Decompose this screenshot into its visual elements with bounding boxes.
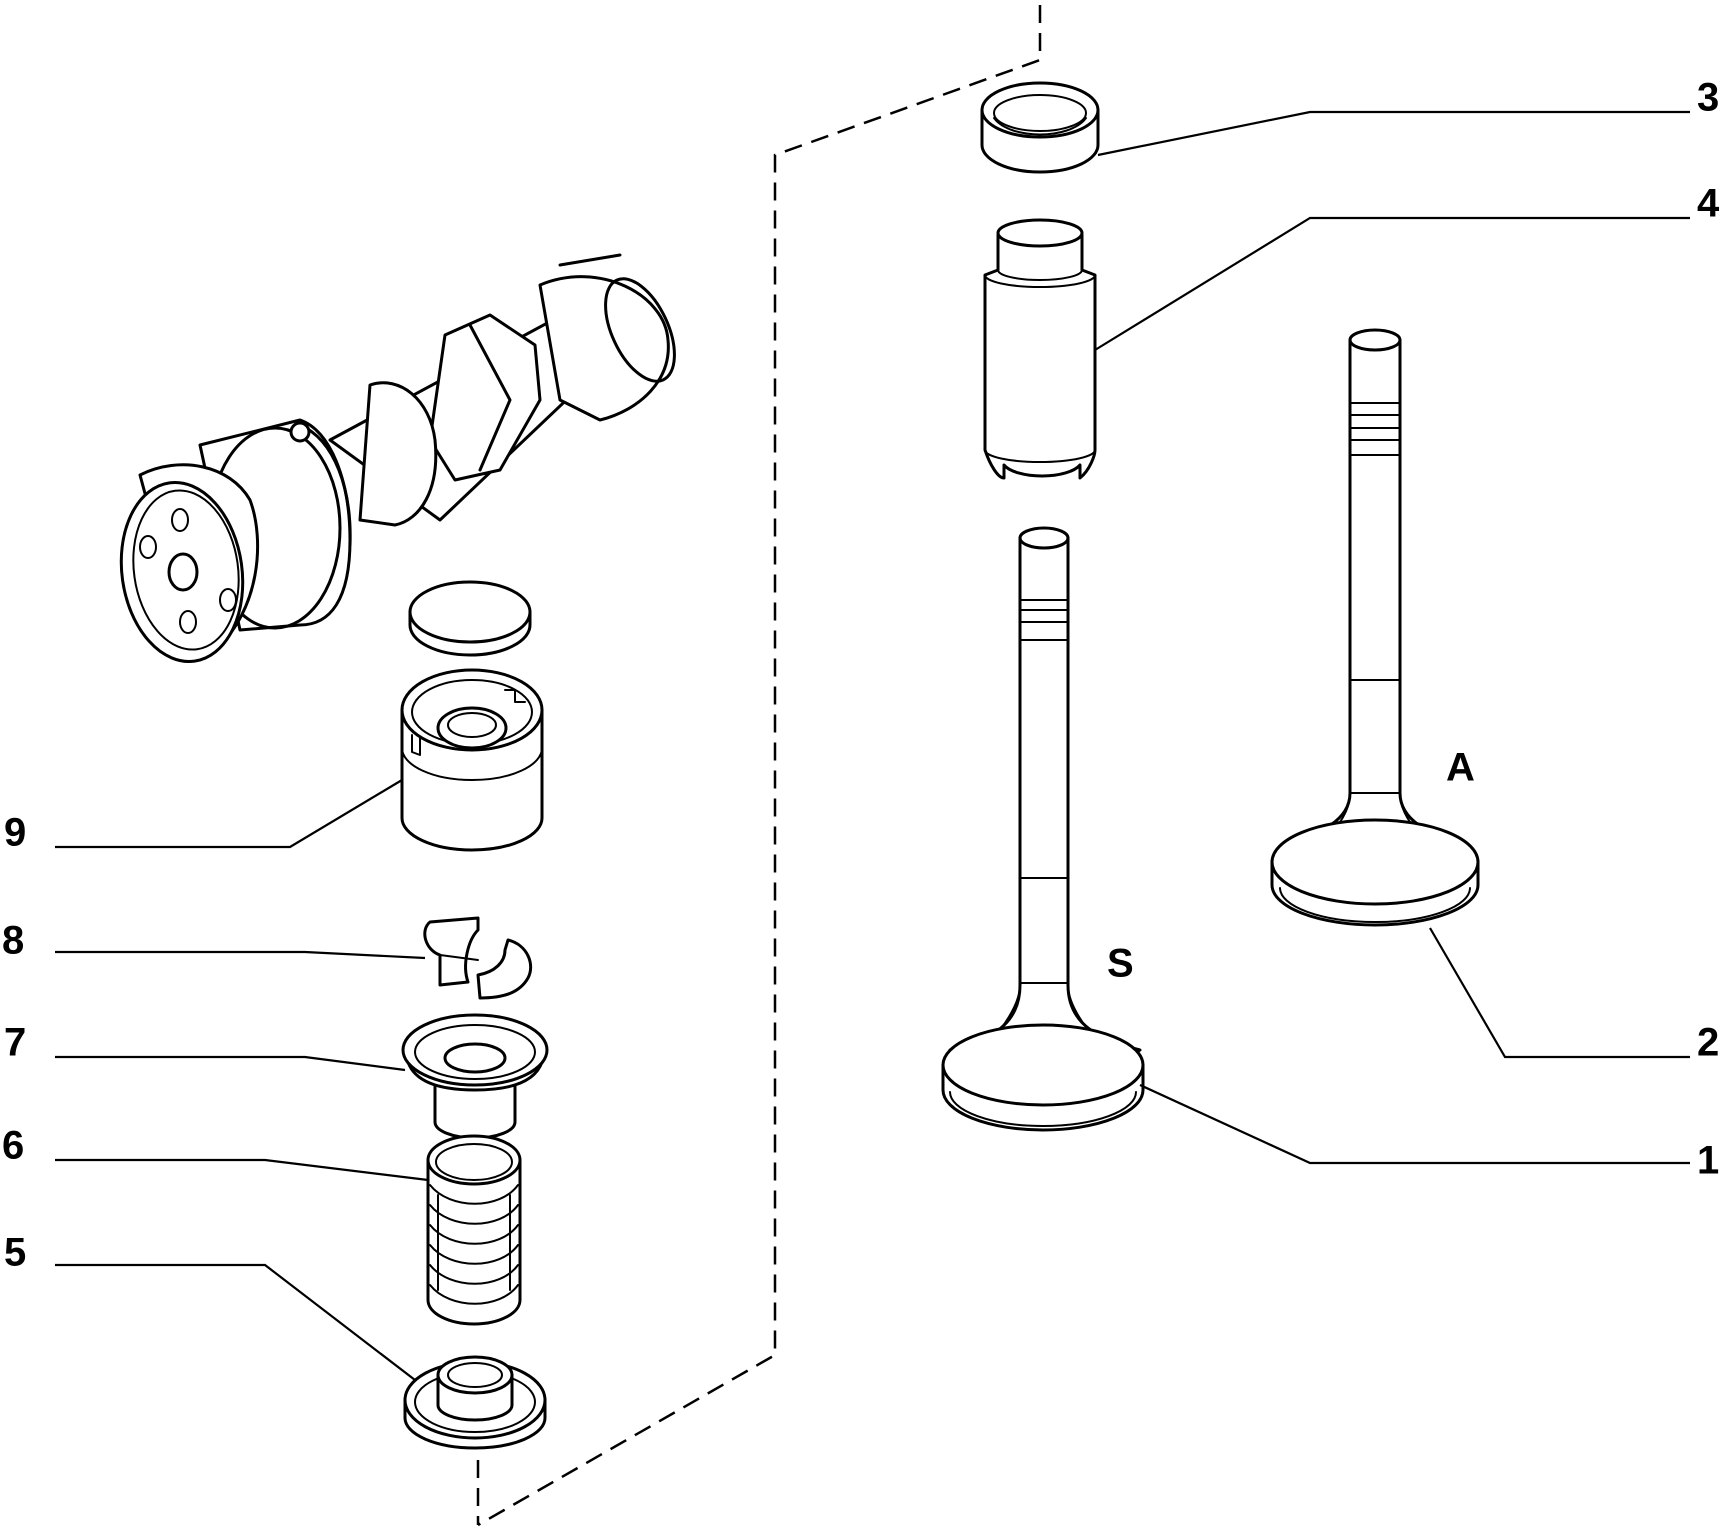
callout-numbers: 1 2 3 4 5 6 7 8 9 A S <box>2 76 1720 1275</box>
callout-4: 4 <box>1697 182 1720 226</box>
valve-guide <box>983 218 1097 480</box>
assembly-boundary <box>476 5 1042 1527</box>
callout-7: 7 <box>4 1021 26 1065</box>
callout-9: 9 <box>4 811 26 855</box>
valve-spring <box>426 1134 522 1326</box>
intake-valve <box>1270 328 1480 927</box>
leader-lines <box>55 110 1690 1381</box>
leader-6 <box>55 1158 429 1182</box>
leader-4 <box>1094 216 1690 351</box>
leader-2 <box>1429 927 1690 1059</box>
valve-shim-disc <box>408 580 532 657</box>
spring-retainer <box>401 1013 549 1140</box>
marker-intake: A <box>1446 746 1475 790</box>
leader-1 <box>1139 1084 1690 1165</box>
spring-seat-seal <box>403 1355 547 1450</box>
marker-exhaust: S <box>1107 942 1134 986</box>
bucket-tappet <box>400 668 544 852</box>
callout-5: 5 <box>4 1231 26 1275</box>
exhaust-valve <box>941 526 1145 1132</box>
leader-9 <box>55 779 403 849</box>
leader-7 <box>55 1055 406 1072</box>
leader-3 <box>1097 110 1690 157</box>
callout-1: 1 <box>1697 1139 1719 1183</box>
callout-8: 8 <box>2 919 24 963</box>
valve-cotters <box>423 916 533 1000</box>
leader-8 <box>55 950 426 960</box>
callout-6: 6 <box>2 1124 24 1168</box>
valve-seat-insert <box>980 81 1100 174</box>
camshaft <box>119 253 676 664</box>
callout-2: 2 <box>1697 1021 1719 1065</box>
callout-3: 3 <box>1697 76 1719 120</box>
leader-5 <box>55 1263 416 1381</box>
